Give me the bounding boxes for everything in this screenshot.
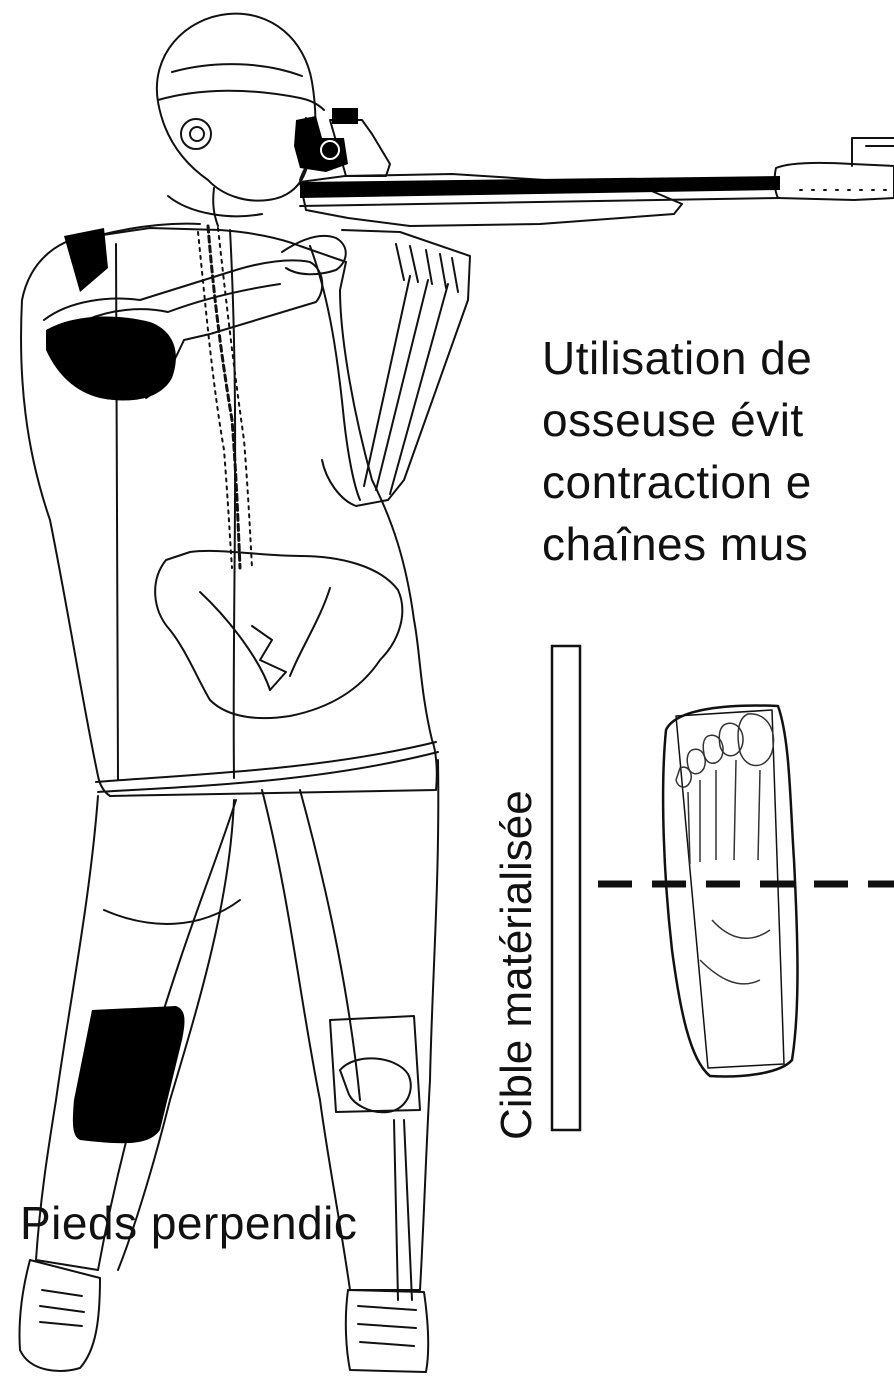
right-leg-inner xyxy=(300,790,360,1100)
sacrum xyxy=(252,626,286,690)
rear-sight xyxy=(294,116,348,172)
thigh-seam xyxy=(104,900,240,924)
posture-caption-line-4: chaînes mus xyxy=(542,513,812,575)
cap-line xyxy=(172,64,302,76)
ear-outer xyxy=(181,119,211,149)
right-shoe xyxy=(346,1290,428,1372)
knee-pad xyxy=(73,1006,185,1143)
shin-bone-1 xyxy=(394,1120,398,1300)
pelvis-inner xyxy=(200,588,330,690)
toe-3 xyxy=(703,735,723,763)
posture-caption-line-3: contraction e xyxy=(542,451,812,513)
head-outline xyxy=(157,14,316,201)
pelvis xyxy=(155,551,402,718)
shin-bone-2 xyxy=(404,1120,412,1300)
rifle-barrel-lower xyxy=(300,198,780,206)
metatarsals xyxy=(688,760,760,864)
front-sight xyxy=(852,138,894,166)
rifle-barrel xyxy=(300,176,780,198)
front-arm-upper xyxy=(310,246,360,500)
cap-brim xyxy=(158,91,324,110)
left-shoe-laces xyxy=(40,1290,84,1326)
ear-inner xyxy=(190,127,204,141)
left-shoe xyxy=(19,1260,100,1371)
right-shoe-laces xyxy=(358,1306,416,1346)
target-bar xyxy=(552,646,580,1130)
knee-joint xyxy=(340,1058,411,1112)
belt xyxy=(96,742,436,782)
rifle-muzzle xyxy=(775,163,894,200)
jacket-back-seam xyxy=(230,230,235,778)
foot-outline-shadow xyxy=(676,710,784,1068)
target-label: Cible matérialisée xyxy=(492,790,542,1140)
rear-arm-inner xyxy=(86,284,280,320)
heel-lines xyxy=(700,920,770,984)
spine-vertebrae-left xyxy=(198,232,232,568)
foot-outline xyxy=(663,706,797,1077)
collar-patch xyxy=(64,228,108,292)
posture-caption-line-2: osseuse évit xyxy=(542,389,812,451)
toe-5 xyxy=(676,767,691,787)
posture-caption: Utilisation de osseuse évit contraction … xyxy=(542,327,812,575)
knee-brace xyxy=(330,1016,420,1112)
shoulder-pad xyxy=(46,316,176,400)
belt-lower xyxy=(98,752,438,792)
scope-block xyxy=(332,108,358,124)
posture-caption-line-1: Utilisation de xyxy=(542,327,812,389)
feet-caption: Pieds perpendic xyxy=(20,1192,357,1254)
neck-line xyxy=(213,188,218,226)
